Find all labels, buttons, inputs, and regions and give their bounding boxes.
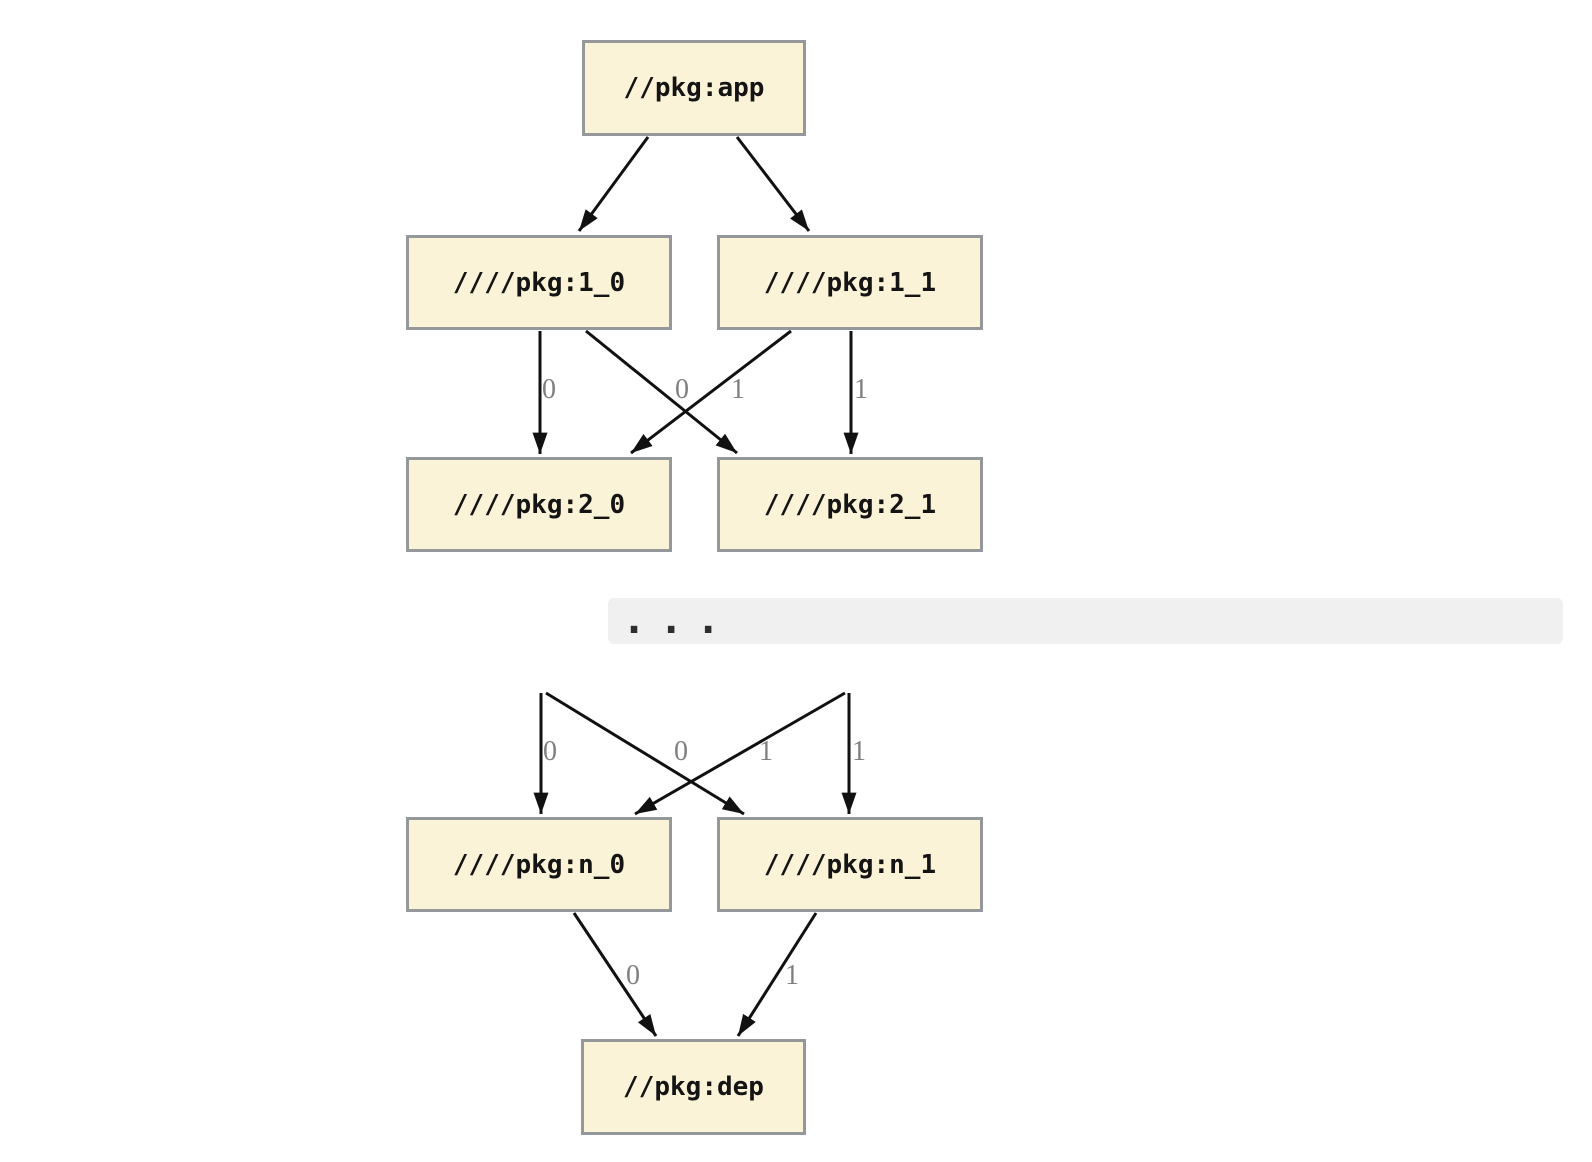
node-label: //pkg:dep — [623, 1072, 764, 1102]
node-label: ////pkg:2_0 — [452, 489, 626, 520]
edge-1_1-to-2_0 — [630, 329, 792, 455]
node-label: ////pkg:1_0 — [452, 267, 626, 298]
edge-app-to-1_1 — [735, 136, 811, 232]
edge-label-n_1-dep: 1 — [785, 960, 799, 991]
node-pkg-n_1: ////pkg:n_1 — [717, 817, 983, 912]
edge-label-1_0-2_0: 0 — [542, 374, 556, 405]
edge-label-prev0-n_1: 1 — [759, 736, 773, 767]
node-label: ////pkg:n_0 — [452, 849, 626, 880]
edge-label-prev0-n_0: 0 — [543, 736, 557, 767]
node-pkg-app: //pkg:app — [582, 40, 806, 136]
node-pkg-2_0: ////pkg:2_0 — [406, 457, 672, 552]
edge-label-n_0-dep: 0 — [626, 960, 640, 991]
node-label: ////pkg:2_1 — [763, 489, 937, 520]
ellipsis-band: ... — [608, 598, 1563, 644]
node-pkg-n_0: ////pkg:n_0 — [406, 817, 672, 912]
edge-label-1_0-2_1: 1 — [731, 374, 745, 405]
node-label: //pkg:app — [623, 73, 765, 103]
edge-label-1_1-2_1: 1 — [854, 374, 868, 405]
node-pkg-1_1: ////pkg:1_1 — [717, 235, 983, 330]
node-pkg-1_0: ////pkg:1_0 — [406, 235, 672, 330]
edge-1_0-to-2_1 — [585, 329, 738, 455]
edge-label-1_1-2_0: 0 — [675, 374, 689, 405]
edge-label-prev1-n_0: 0 — [674, 736, 688, 767]
node-pkg-2_1: ////pkg:2_1 — [717, 457, 983, 552]
edge-app-to-1_0 — [577, 136, 650, 232]
ellipsis-dots: ... — [622, 597, 734, 643]
edge-label-prev1-n_1: 1 — [852, 736, 866, 767]
edge-prev1-to-n_0 — [634, 691, 846, 816]
node-label: ////pkg:n_1 — [763, 849, 937, 880]
edge-n_1-to-dep — [736, 912, 818, 1037]
edge-n_0-to-dep — [572, 912, 658, 1037]
edge-prev0-to-n_1 — [545, 691, 745, 816]
node-label: ////pkg:1_1 — [763, 267, 937, 298]
node-pkg-dep: //pkg:dep — [581, 1039, 806, 1135]
